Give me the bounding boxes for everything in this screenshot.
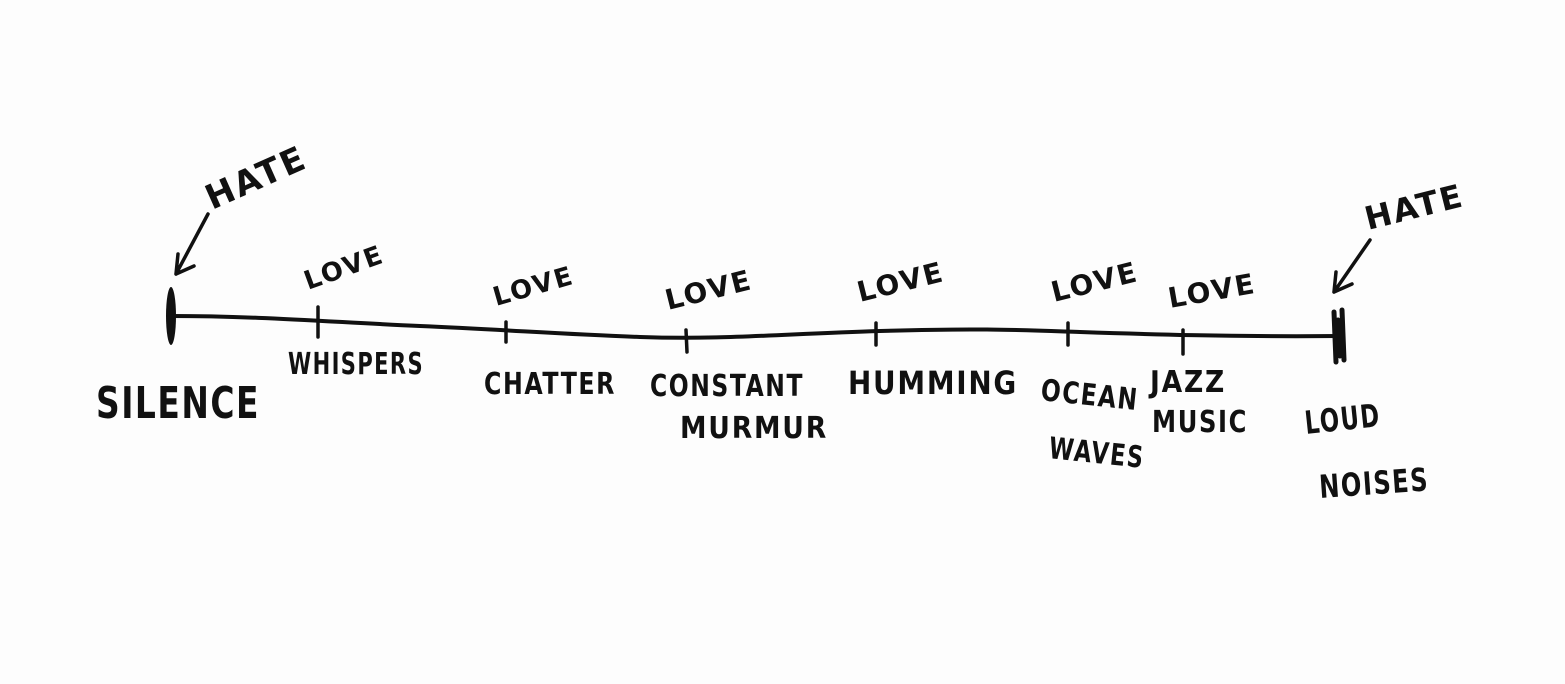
point-whispers: LOVE WHISPERS <box>288 240 424 382</box>
point-label: CHATTER <box>484 367 616 402</box>
point-label: HUMMING <box>848 364 1018 402</box>
left-endpoint: HATE SILENCE <box>96 138 313 429</box>
point-annotation: LOVE <box>854 255 948 308</box>
scale-line <box>168 314 1342 340</box>
point-label: JAZZ <box>1148 365 1226 400</box>
left-end-label: SILENCE <box>96 378 260 429</box>
left-hate-annotation: HATE <box>199 138 313 218</box>
point-annotation: LOVE <box>1048 255 1142 308</box>
point-annotation: LOVE <box>1165 267 1258 315</box>
point-humming: LOVE HUMMING <box>848 255 1018 402</box>
point-ocean-waves: LOVE OCEAN WAVES <box>1039 255 1146 476</box>
point-annotation: LOVE <box>300 240 388 297</box>
point-jazz-music: LOVE JAZZ MUSIC <box>1148 267 1258 440</box>
point-constant-murmur: LOVE CONSTANT MURMUR <box>650 263 828 446</box>
right-endpoint: HATE LOUD NOISES <box>1303 177 1468 506</box>
point-label: WHISPERS <box>288 347 424 382</box>
right-end-label: NOISES <box>1318 460 1430 506</box>
point-annotation: LOVE <box>662 263 756 316</box>
point-annotation: LOVE <box>490 261 578 313</box>
point-label: WAVES <box>1047 431 1146 476</box>
left-end-mark <box>166 287 176 345</box>
right-hate-annotation: HATE <box>1361 177 1468 238</box>
point-label: MURMUR <box>680 411 828 446</box>
point-label: MUSIC <box>1152 405 1248 440</box>
point-label: CONSTANT <box>650 369 804 404</box>
point-label: OCEAN <box>1039 373 1140 418</box>
right-end-mark <box>1331 307 1347 365</box>
left-hate-arrow-icon <box>174 212 210 276</box>
tick-mark <box>684 328 689 354</box>
right-hate-arrow-icon <box>1332 238 1372 294</box>
right-end-label: LOUD <box>1303 396 1383 442</box>
